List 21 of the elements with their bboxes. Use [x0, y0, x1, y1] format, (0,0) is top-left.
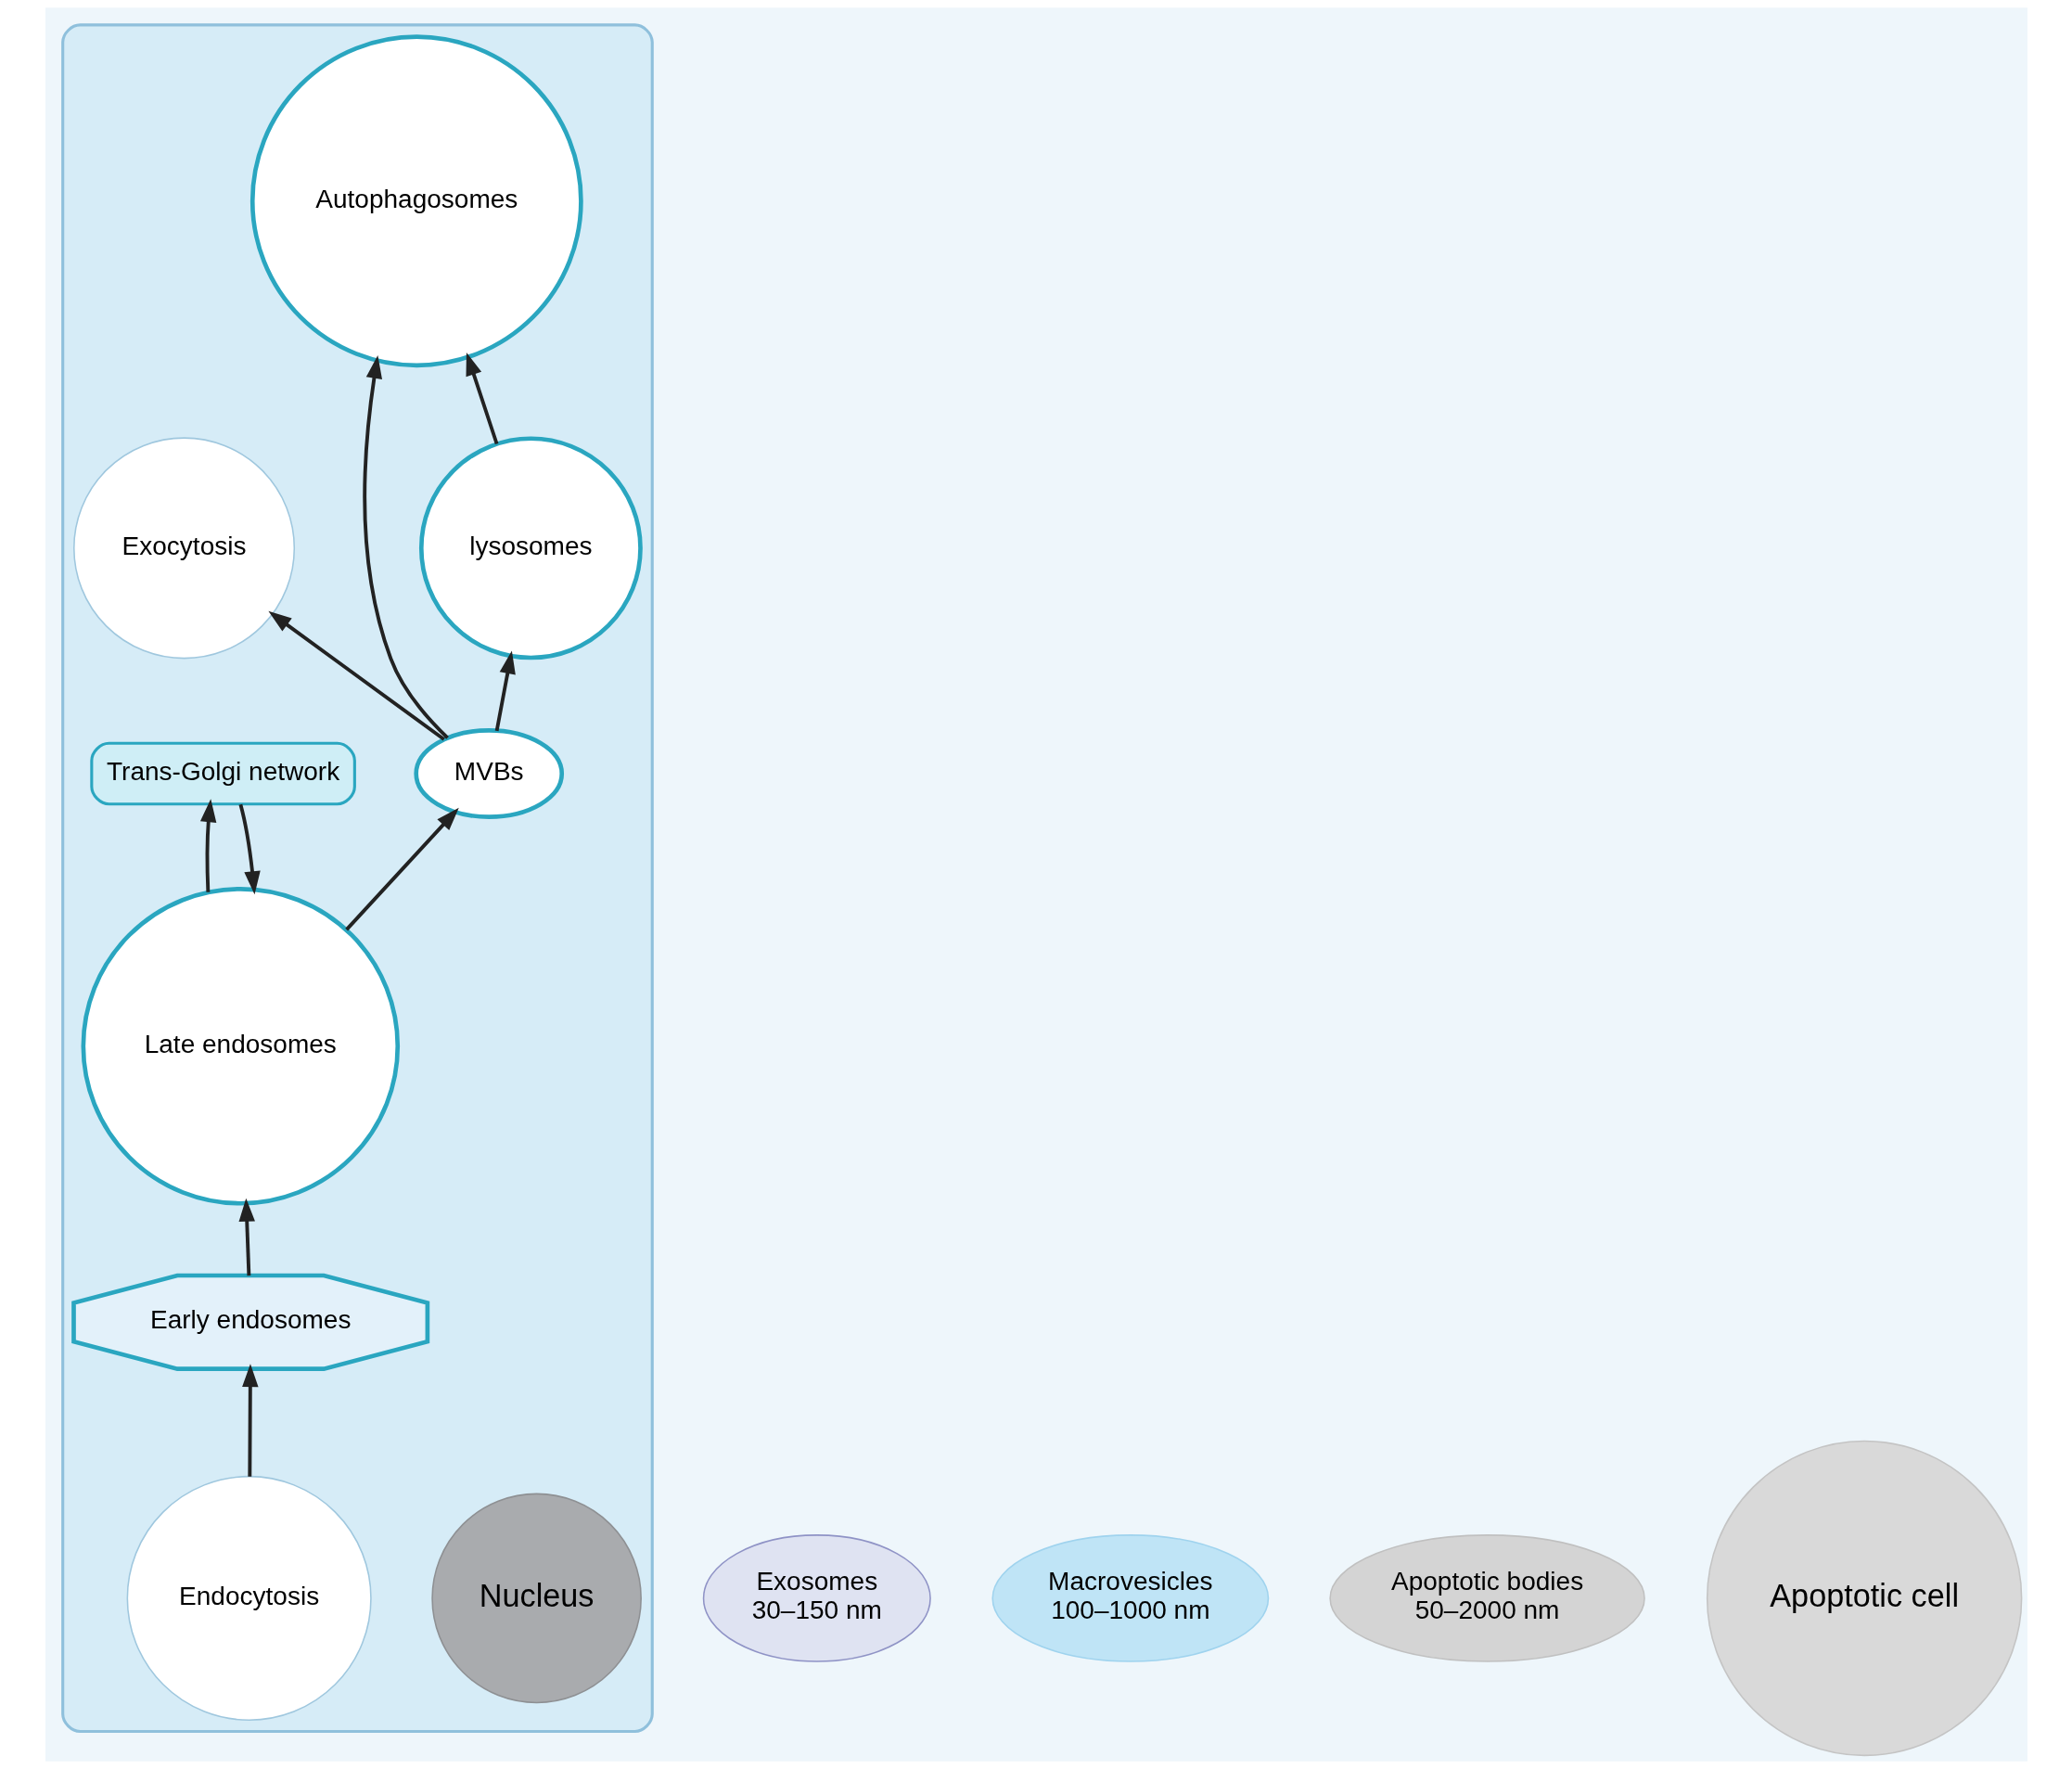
arrow: [494, 650, 516, 732]
node-circle: lysosomes: [418, 436, 643, 660]
arrow: [344, 807, 459, 931]
arrow: [199, 799, 216, 892]
arrow: [241, 1364, 259, 1477]
node-box: Trans-Golgi network: [89, 741, 356, 806]
node-ellipse: Macrovesicles 100–1000 nm: [991, 1534, 1269, 1662]
arrow: [267, 610, 445, 741]
arrow: [362, 355, 449, 739]
node-circle: Nucleus: [430, 1493, 642, 1704]
node-ellipse: MVBs: [413, 728, 564, 819]
arrow: [466, 352, 498, 445]
arrow: [238, 1198, 255, 1276]
arrow: [238, 803, 261, 895]
node-circle: Autophagosomes: [249, 34, 583, 368]
node-ellipse: Exosomes 30–150 nm: [702, 1534, 931, 1662]
cluster: [60, 23, 654, 1733]
node-circle: Endocytosis: [126, 1475, 372, 1721]
node-circle: Late endosomes: [81, 886, 400, 1206]
node-ellipse: Apoptotic bodies 50–2000 nm: [1328, 1534, 1645, 1662]
node-circle: Apoptotic cell: [1706, 1440, 2022, 1757]
